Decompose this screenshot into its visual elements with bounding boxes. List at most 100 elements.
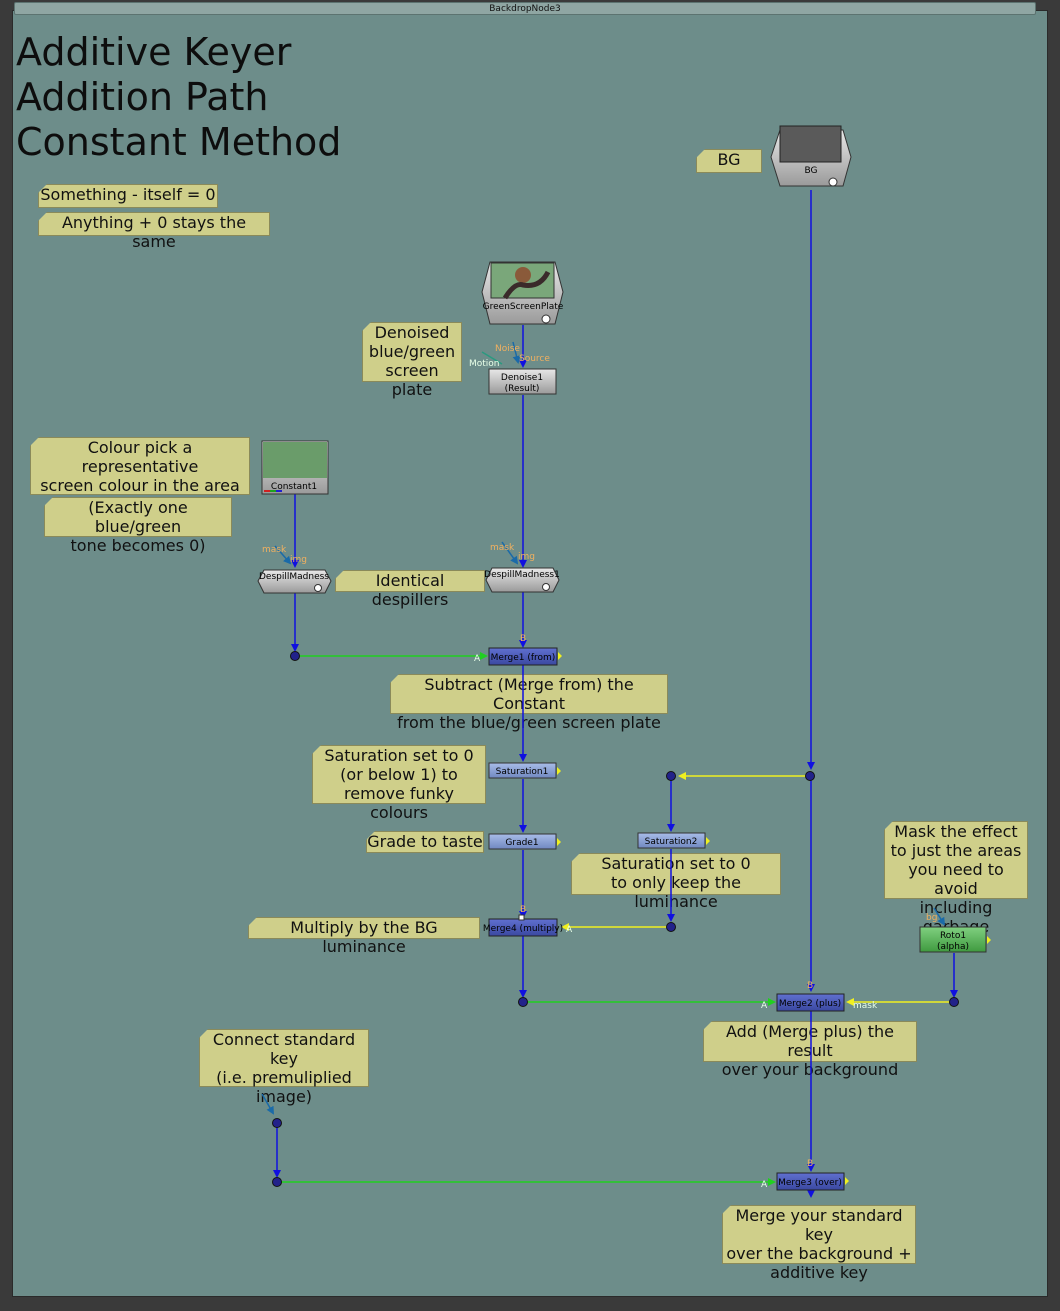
dot-sat2-in[interactable]: [666, 771, 676, 781]
port-b-merge3: B: [807, 1159, 813, 1169]
node-greenscreenplate-label: GreenScreenPlate: [483, 302, 564, 312]
node-despill-b[interactable]: DespillMadness1: [484, 567, 560, 593]
port-img-b: img: [518, 552, 535, 562]
title-line-1: Additive Keyer: [16, 30, 292, 74]
sticky-note-exactly[interactable]: (Exactly one blue/green tone becomes 0): [44, 497, 232, 555]
arrow-mask-despill-a[interactable]: [274, 545, 292, 565]
read-icon: [828, 177, 838, 187]
node-greenscreenplate[interactable]: GreenScreenPlate: [481, 261, 564, 325]
sticky-note-saturation2[interactable]: Saturation set to 0 to only keep the lum…: [571, 853, 781, 911]
node-constant1-label: Constant1: [271, 482, 317, 492]
mask-input-icon: [706, 837, 710, 845]
arrow-noise[interactable]: [512, 341, 521, 364]
node-despill-a-label: DespillMadness: [259, 572, 329, 582]
dot-sat2-out[interactable]: [666, 922, 676, 932]
port-motion: Motion: [469, 359, 500, 369]
node-merge4[interactable]: Merge4 (multiply): [483, 914, 563, 937]
sticky-note-multiply[interactable]: Multiply by the BG luminance: [248, 917, 480, 956]
port-b-merge1: B: [520, 634, 526, 644]
arrow-bg-roto[interactable]: [933, 907, 946, 926]
sticky-note-connect[interactable]: Connect standard key (i.e. premuliplied …: [199, 1029, 369, 1106]
node-grade1[interactable]: Grade1: [488, 833, 561, 850]
node-merge1[interactable]: Merge1 (from): [488, 647, 562, 666]
node-denoise1-label: Denoise1: [501, 373, 543, 383]
dot-despill-out[interactable]: [290, 651, 300, 661]
port-a-merge3: A: [761, 1180, 768, 1190]
node-merge3[interactable]: Merge3 (over): [776, 1172, 849, 1191]
dot-key-in[interactable]: [272, 1118, 282, 1128]
node-merge2-label: Merge2 (plus): [779, 999, 841, 1009]
dot-merge4-out[interactable]: [518, 997, 528, 1007]
port-a-merge4: A: [566, 925, 573, 935]
gizmo-icon: [314, 584, 322, 592]
backdrop-name: BackdropNode3: [489, 4, 561, 14]
sticky-note-denoised[interactable]: Denoised blue/green screen plate: [362, 322, 462, 399]
mask-pipes: [561, 772, 954, 1006]
dot-roto-out[interactable]: [949, 997, 959, 1007]
mask-input-icon: [557, 838, 561, 846]
port-source: Source: [519, 354, 550, 364]
port-bg-roto: bg: [926, 913, 937, 923]
node-denoise1-sublabel: (Result): [505, 384, 540, 394]
port-b-merge2: B: [807, 981, 813, 991]
sticky-note-subtract[interactable]: Subtract (Merge from) the Constant from …: [390, 674, 668, 732]
backdrop-title-bar[interactable]: BackdropNode3: [14, 2, 1036, 15]
sticky-note-grade[interactable]: Grade to taste: [366, 831, 484, 853]
backdrop-label: Additive Keyer Addition Path Constant Me…: [16, 30, 341, 165]
sticky-note-zero[interactable]: Anything + 0 stays the same: [38, 212, 270, 251]
arrow-mask-despill-b[interactable]: [501, 541, 519, 565]
dot-bg-branch[interactable]: [805, 771, 815, 781]
channel-g-icon: [270, 490, 276, 492]
pipes: [273, 190, 958, 1198]
mask-input-icon: [558, 652, 562, 660]
channel-b-icon: [276, 490, 282, 492]
dot-nodes: [272, 651, 959, 1187]
port-b-merge4: B: [520, 905, 526, 915]
arrow-connect-key[interactable]: [261, 1093, 275, 1115]
port-a-merge2: A: [761, 1001, 768, 1011]
sticky-note-merge-std[interactable]: Merge your standard key over the backgro…: [722, 1205, 916, 1282]
sticky-note-colour-pick[interactable]: Colour pick a representative screen colo…: [30, 437, 250, 514]
sticky-note-saturation1[interactable]: Saturation set to 0 (or below 1) to remo…: [312, 745, 486, 822]
a-pipes: [277, 652, 776, 1186]
plate-thumbnail-figure: [502, 270, 551, 300]
node-roto1-label: Roto1: [940, 931, 966, 941]
sticky-note-identical[interactable]: Identical despillers: [335, 570, 485, 609]
merge-b-port-icon: [518, 914, 525, 921]
port-mask-b: mask: [490, 543, 515, 553]
node-denoise1[interactable]: Denoise1 (Result): [488, 368, 557, 395]
node-saturation2[interactable]: Saturation2: [637, 832, 710, 849]
node-despill-a[interactable]: DespillMadness: [257, 569, 332, 594]
channel-r-icon: [264, 490, 270, 492]
node-roto1[interactable]: Roto1 (alpha): [919, 926, 991, 953]
port-a-merge1: A: [474, 654, 481, 664]
port-noise: Noise: [495, 344, 520, 354]
input-arrows: [261, 341, 946, 1115]
mask-input-icon: [845, 1177, 849, 1185]
node-saturation1-label: Saturation1: [496, 767, 549, 777]
title-line-3: Constant Method: [16, 120, 342, 164]
mask-input-icon: [987, 936, 991, 944]
node-merge2[interactable]: Merge2 (plus): [776, 993, 845, 1012]
arrow-motion[interactable]: [481, 351, 503, 365]
node-saturation1[interactable]: Saturation1: [488, 762, 561, 779]
constant-swatch: [263, 442, 327, 478]
node-saturation2-label: Saturation2: [645, 837, 698, 847]
node-merge1-label: Merge1 (from): [491, 653, 556, 663]
node-roto1-sublabel: (alpha): [937, 942, 969, 952]
node-merge3-label: Merge3 (over): [778, 1178, 842, 1188]
mask-input-icon: [557, 767, 561, 775]
sticky-note-bg[interactable]: BG: [696, 149, 762, 173]
sticky-note-self[interactable]: Something - itself = 0: [38, 184, 218, 208]
dot-key-out[interactable]: [272, 1177, 282, 1187]
port-img-a: img: [290, 555, 307, 565]
plate-thumbnail-subject: [515, 267, 531, 283]
sticky-note-add[interactable]: Add (Merge plus) the result over your ba…: [703, 1021, 917, 1079]
node-bg[interactable]: BG: [770, 125, 852, 187]
node-grade1-label: Grade1: [505, 838, 538, 848]
node-bg-label: BG: [805, 166, 818, 176]
node-constant1[interactable]: Constant1: [261, 440, 329, 495]
sticky-note-mask[interactable]: Mask the effect to just the areas you ne…: [884, 821, 1028, 936]
